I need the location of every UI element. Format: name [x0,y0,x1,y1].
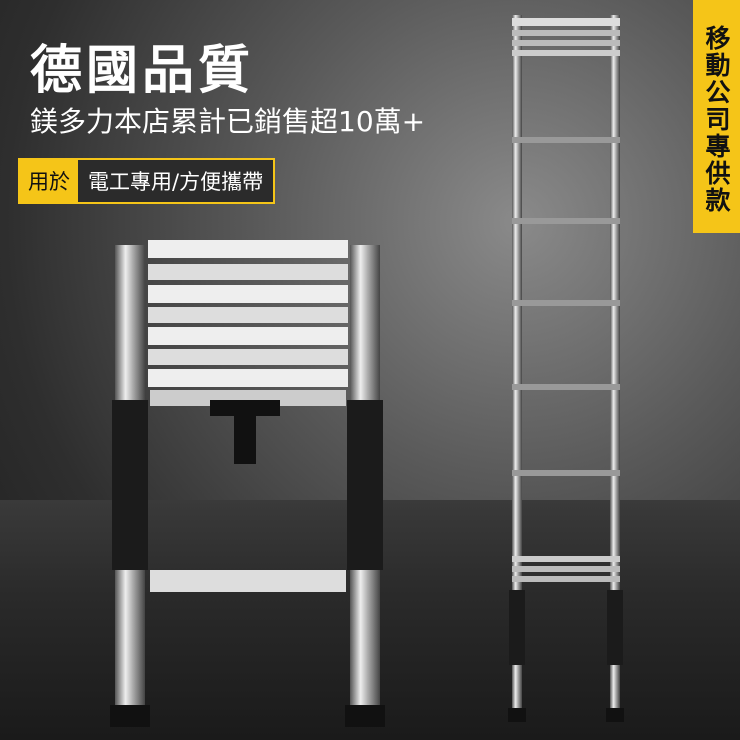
extended-ladder [508,15,624,722]
usage-value: 電工專用/方便攜帶 [78,160,274,202]
subheadline: 鎂多力本店累計已銷售超10萬+ [30,105,426,138]
folded-ladder [110,240,385,727]
usage-label: 用於 [20,160,78,202]
usage-tag: 用於 電工專用/方便攜帶 [18,158,276,204]
side-banner: 移動公司專供款 [693,0,740,233]
headline: 德國品質 [30,41,255,101]
